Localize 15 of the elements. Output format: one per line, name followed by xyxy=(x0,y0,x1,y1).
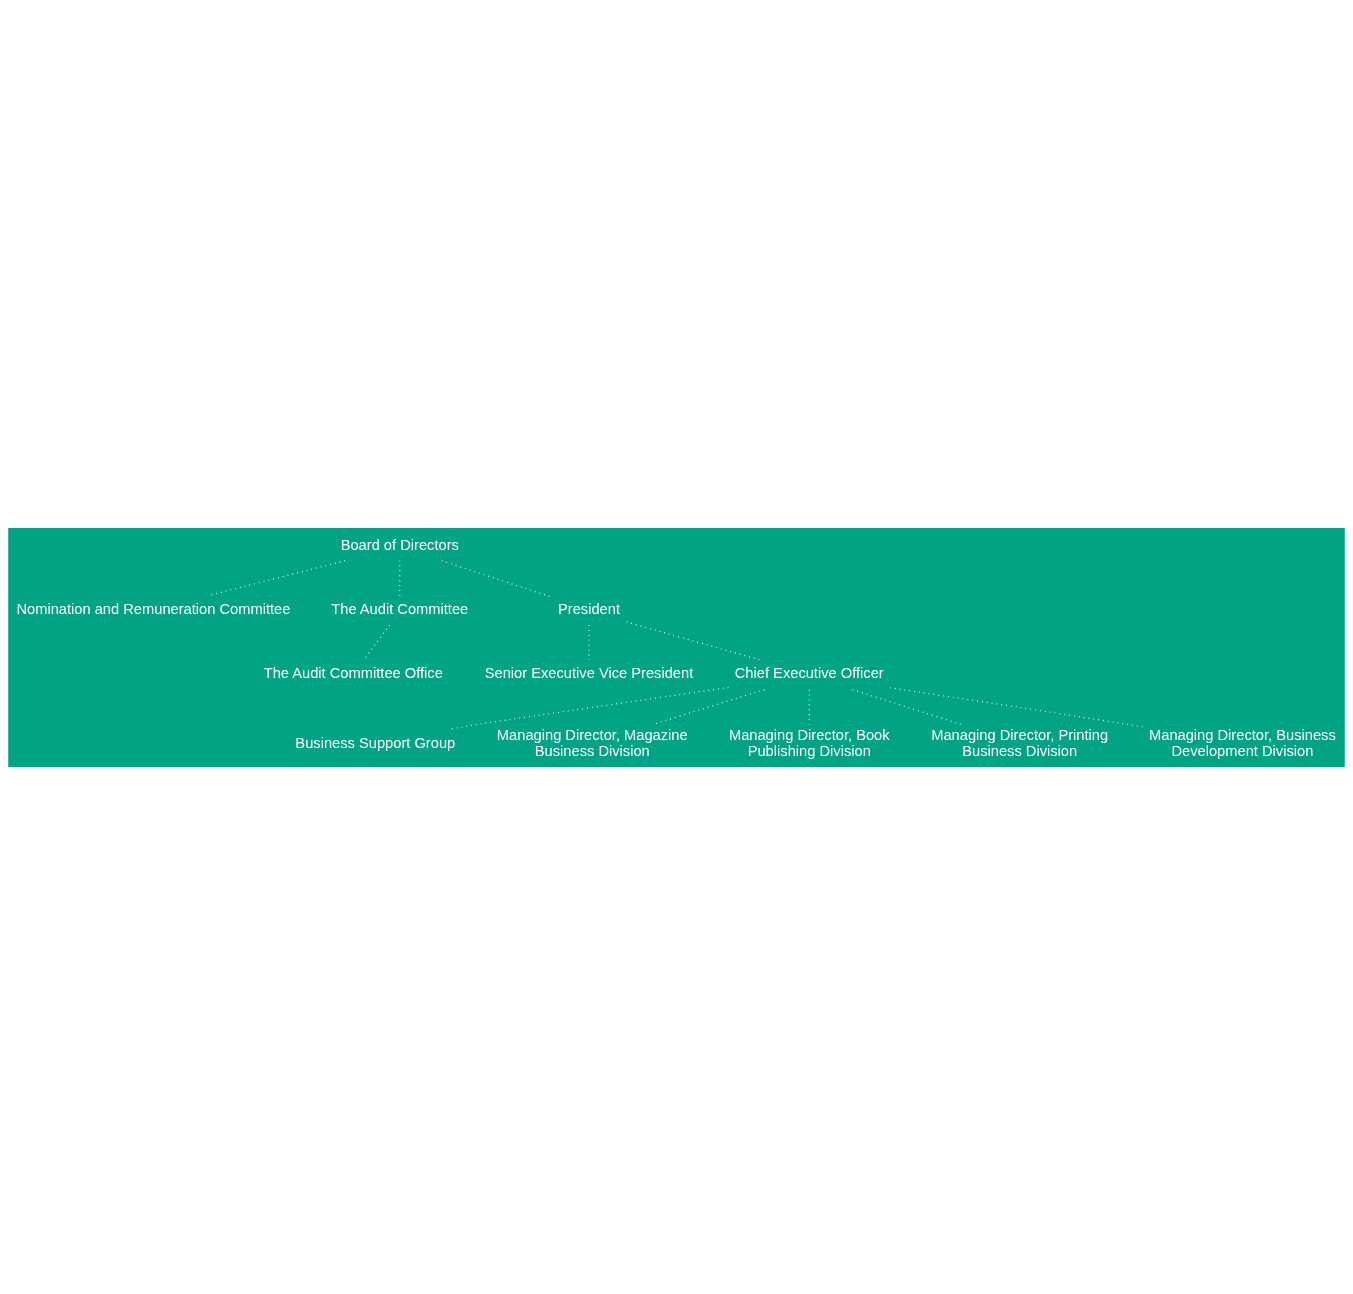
connector xyxy=(626,620,762,661)
connector xyxy=(441,559,552,598)
node-text: Managing Director, Magazine Business Division xyxy=(496,726,688,759)
node-text: The Audit Committee Office xyxy=(263,664,443,681)
connector xyxy=(362,624,391,661)
node-text: Managing Director, Book Publishing Division xyxy=(728,726,890,759)
node-text: Managing Director, Printing Business Division xyxy=(931,726,1109,759)
node-text: Senior Executive Vice President xyxy=(484,664,694,681)
node-text: Chief Executive Officer xyxy=(734,664,884,681)
node-text: Board of Directors xyxy=(340,536,459,553)
node-text: President xyxy=(558,600,621,617)
node-text: Nomination and Remuneration Committee xyxy=(16,600,291,617)
node-text: Managing Director, Business Development Division xyxy=(1149,726,1336,759)
node-text: The Audit Committee xyxy=(331,600,469,617)
node-text: Business Support Group xyxy=(295,734,456,751)
